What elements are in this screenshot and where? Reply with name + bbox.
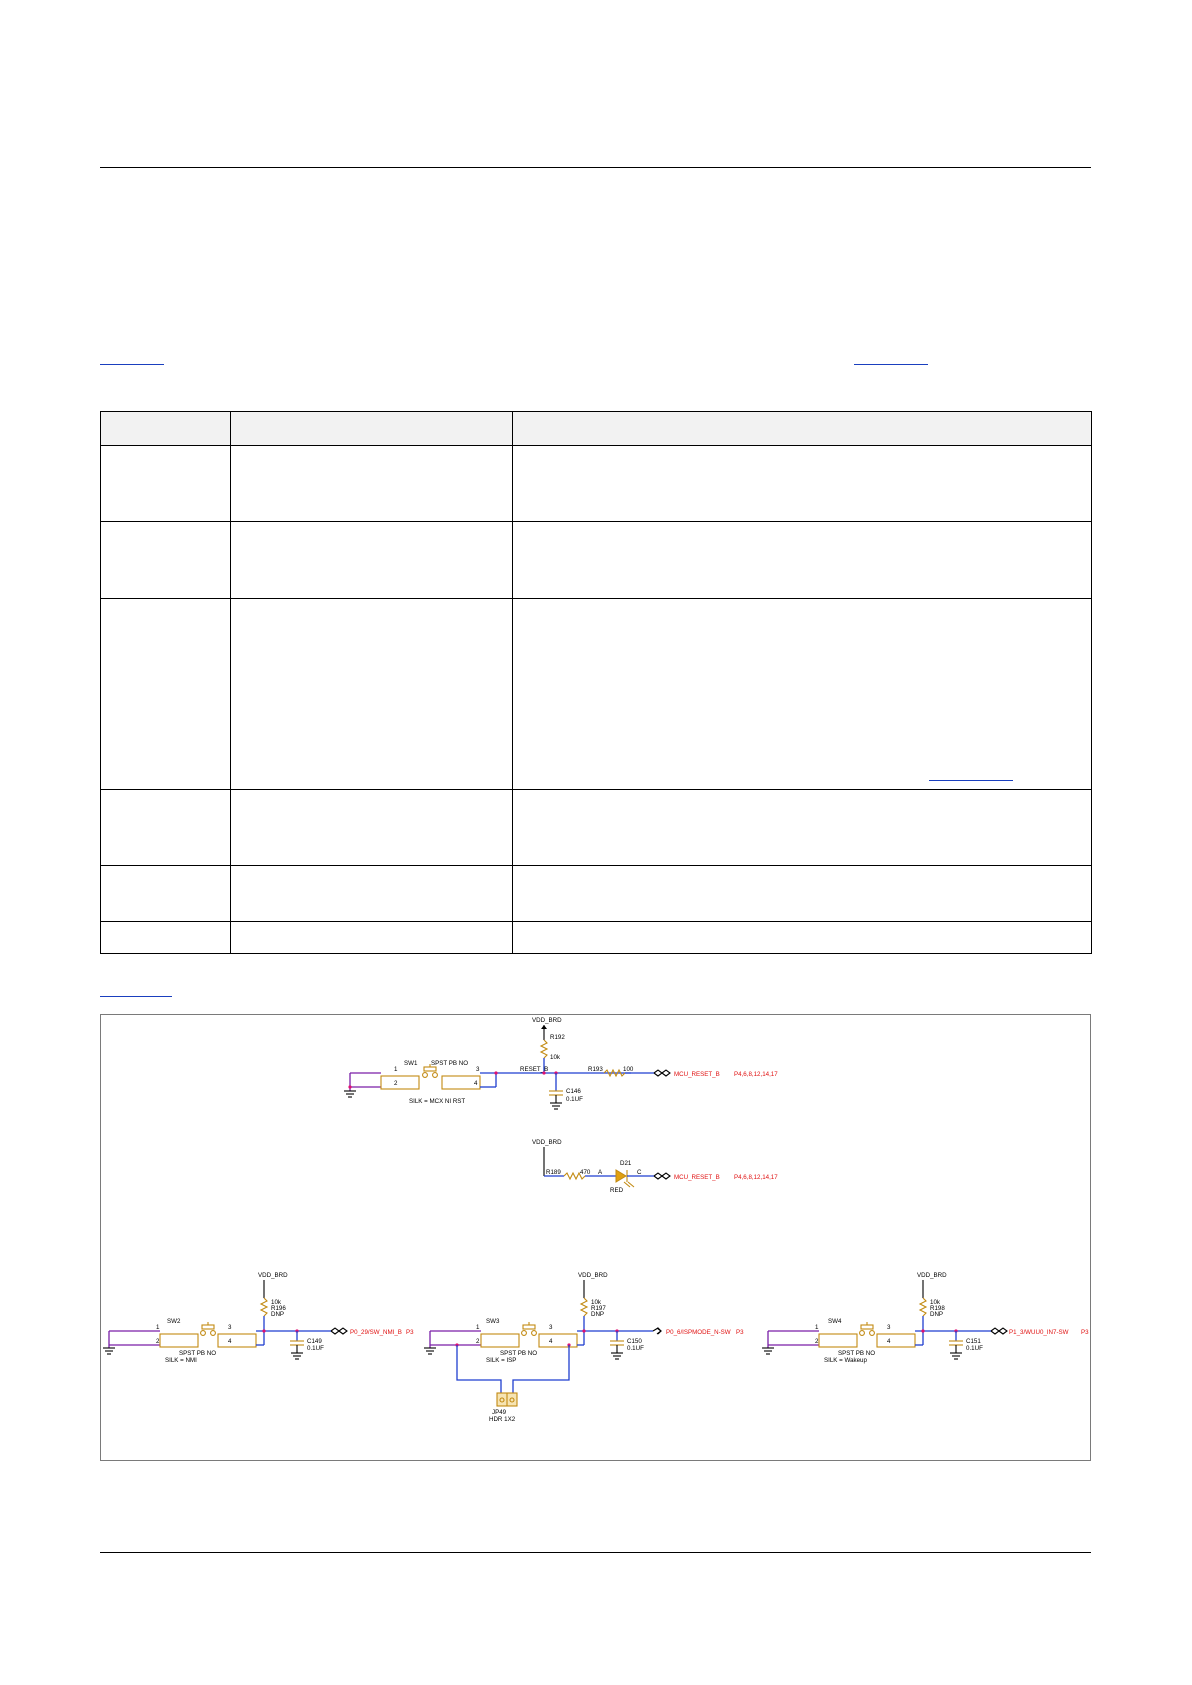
sw4-pin3: 3: [887, 1324, 891, 1331]
cross-reference-link[interactable]: [854, 364, 928, 365]
c150-value: 0.1UF: [627, 1345, 644, 1352]
sw2-pin3: 3: [228, 1324, 232, 1331]
figure-caption-link[interactable]: [100, 996, 172, 997]
c151-label: C151: [966, 1338, 981, 1345]
table-header-cell: [230, 411, 513, 446]
sw4-pin4: 4: [887, 1338, 891, 1345]
led-cathode-label: C: [637, 1169, 642, 1176]
c150-label: C150: [627, 1338, 642, 1345]
sw3-pin1: 1: [476, 1324, 480, 1331]
c151-value: 0.1UF: [966, 1345, 983, 1352]
nmi-output-page: P3: [406, 1329, 414, 1336]
sw1-silk: SILK = MCX NI RST: [409, 1098, 465, 1105]
table-header-cell: [100, 411, 231, 446]
header-rule: [100, 167, 1091, 168]
led-output-pages: P4,6,8,12,14,17: [734, 1174, 778, 1181]
sw1-pin2: 2: [394, 1080, 398, 1087]
isp-circuit: VDD_BRD 10k R197 DNP SW3 1 2 3 4 SPST PB…: [424, 1272, 744, 1423]
sw1-body-left: [380, 1075, 420, 1090]
sw2-label: SW2: [167, 1318, 181, 1325]
wakeup-circuit: VDD_BRD 10k R198 DNP SW4 1 2 3 4 SPST PB…: [762, 1272, 1089, 1364]
nmi-r-value: 10k: [271, 1299, 282, 1306]
table-row: [100, 598, 1092, 790]
sw4-label: SW4: [828, 1318, 842, 1325]
sw3-pin4: 4: [549, 1338, 553, 1345]
nmi-vdd-label: VDD_BRD: [258, 1272, 288, 1279]
sw3-pin3: 3: [549, 1324, 553, 1331]
vdd-label: VDD_BRD: [532, 1017, 562, 1024]
sw1-body-right: [441, 1075, 481, 1090]
isp-r-dnp: DNP: [591, 1311, 604, 1318]
reset-circuit: VDD_BRD R192 10k SW1 SPST PB NO 1 2 3 4 …: [344, 1017, 778, 1110]
sw3-silk: SILK = ISP: [486, 1357, 516, 1364]
sw2-pin2: 2: [156, 1338, 160, 1345]
r189-label: R189: [546, 1169, 561, 1176]
schematic-drawing: VDD_BRD R192 10k SW1 SPST PB NO 1 2 3 4 …: [103, 1017, 1089, 1423]
nmi-output-net: P0_29/SW_NMI_B: [350, 1329, 402, 1336]
sw3-label: SW3: [486, 1318, 500, 1325]
table-row: [100, 789, 1092, 866]
sw2-silk: SILK = NMI: [165, 1357, 197, 1364]
wakeup-output-net: P1_3/WUU0_IN7-SW: [1009, 1329, 1069, 1336]
r192-value: 10k: [550, 1054, 561, 1061]
led-color-label: RED: [610, 1187, 624, 1194]
wakeup-r-value: 10k: [930, 1299, 941, 1306]
sw1-pin4: 4: [474, 1080, 478, 1087]
sw1-pin1: 1: [394, 1066, 398, 1073]
sw2-type: SPST PB NO: [179, 1350, 216, 1357]
table-header-row: [100, 411, 1092, 446]
sw4-silk: SILK = Wakeup: [824, 1357, 867, 1364]
r193-label: R193: [588, 1066, 603, 1073]
sw3-type: SPST PB NO: [500, 1350, 537, 1357]
wakeup-output-page: P3: [1081, 1329, 1089, 1336]
led-vdd-label: VDD_BRD: [532, 1139, 562, 1146]
wakeup-vdd-label: VDD_BRD: [917, 1272, 947, 1279]
footer-rule: [100, 1552, 1091, 1553]
r193-value: 100: [623, 1066, 634, 1073]
sw3-pin2: 2: [476, 1338, 480, 1345]
wakeup-r-dnp: DNP: [930, 1311, 943, 1318]
table-cell-link[interactable]: [929, 780, 1013, 781]
isp-output-page: P3: [736, 1329, 744, 1336]
c146-label: C146: [566, 1088, 581, 1095]
nmi-circuit: VDD_BRD 10k R196 DNP SW2 1 2 3 4 SPST PB…: [103, 1272, 414, 1364]
c149-label: C149: [307, 1338, 322, 1345]
c146-value: 0.1UF: [566, 1096, 583, 1103]
cross-reference-link[interactable]: [100, 364, 164, 365]
jp49-type: HDR 1X2: [489, 1416, 516, 1423]
reset-output-pages: P4,6,8,12,14,17: [734, 1071, 778, 1078]
table-header-cell: [512, 411, 1092, 446]
jp49-label: JP49: [492, 1409, 507, 1416]
isp-vdd-label: VDD_BRD: [578, 1272, 608, 1279]
sw4-pin1: 1: [815, 1324, 819, 1331]
r189-value: 470: [580, 1169, 591, 1176]
reset-net-label: RESET_B: [520, 1066, 548, 1073]
nmi-r-ref: R196: [271, 1305, 286, 1312]
table-row: [100, 865, 1092, 922]
sw2-pin1: 1: [156, 1324, 160, 1331]
description-table: [100, 411, 1092, 954]
table-row: [100, 521, 1092, 599]
c149-value: 0.1UF: [307, 1345, 324, 1352]
sw1-type: SPST PB NO: [431, 1060, 468, 1067]
isp-output-net: P0_6/ISPMODE_N-SW: [666, 1329, 731, 1336]
wakeup-r-ref: R198: [930, 1305, 945, 1312]
sw1-label: SW1: [404, 1060, 418, 1067]
led-circuit: VDD_BRD R189 470 A D21 RED C MCU_RESET_B…: [532, 1139, 778, 1194]
sw4-type: SPST PB NO: [838, 1350, 875, 1357]
nmi-r-dnp: DNP: [271, 1311, 284, 1318]
led-output-net: MCU_RESET_B: [674, 1174, 720, 1181]
isp-r-ref: R197: [591, 1305, 606, 1312]
sw2-pin4: 4: [228, 1338, 232, 1345]
sw4-pin2: 2: [815, 1338, 819, 1345]
sw1-pin3: 3: [476, 1066, 480, 1073]
table-row: [100, 921, 1092, 954]
d21-label: D21: [620, 1160, 632, 1167]
r192-label: R192: [550, 1034, 565, 1041]
reset-output-net: MCU_RESET_B: [674, 1071, 720, 1078]
isp-r-value: 10k: [591, 1299, 602, 1306]
table-row: [100, 445, 1092, 522]
led-anode-label: A: [598, 1169, 603, 1176]
schematic-figure: VDD_BRD R192 10k SW1 SPST PB NO 1 2 3 4 …: [100, 1014, 1091, 1461]
